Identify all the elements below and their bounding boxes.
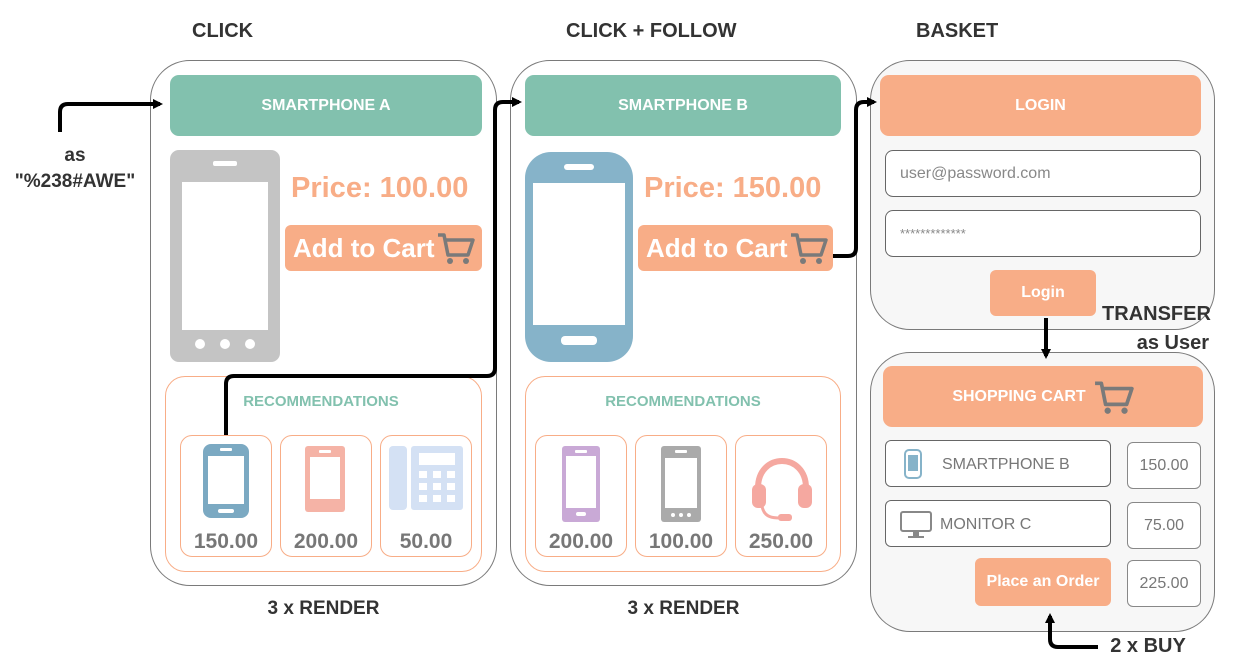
login-title: LOGIN <box>880 75 1201 136</box>
recommendation-card[interactable]: 200.00 <box>280 435 372 557</box>
recommendation-card[interactable]: 250.00 <box>735 435 827 557</box>
desk-phone-icon <box>389 446 463 510</box>
price-b: Price: 150.00 <box>644 172 822 204</box>
shopping-cart-label: SHOPPING CART <box>952 387 1086 405</box>
smartphone-icon <box>170 150 280 362</box>
add-to-cart-button-b[interactable]: Add to Cart <box>638 225 833 271</box>
recommendation-card[interactable]: 50.00 <box>380 435 472 557</box>
smartphone-icon <box>562 446 600 522</box>
transfer-label: TRANSFER as User <box>1096 303 1217 355</box>
cart-item-monitor-c[interactable]: MONITOR C <box>885 500 1111 547</box>
password-field[interactable]: ************* <box>885 210 1201 257</box>
entry-label: as "%238#AWE" <box>0 145 150 193</box>
heading-basket: BASKET <box>916 20 999 42</box>
recommendations-title-a: RECOMMENDATIONS <box>243 393 399 410</box>
transfer-label-line2: as User <box>1136 332 1209 354</box>
add-to-cart-label: Add to Cart <box>293 232 435 263</box>
follow-arrow <box>224 97 522 435</box>
recommendation-price: 200.00 <box>548 530 614 553</box>
price-a: Price: 100.00 <box>291 172 469 204</box>
cart-total: 225.00 <box>1127 560 1201 607</box>
recommendations-title-b: RECOMMENDATIONS <box>605 393 761 410</box>
cart-item-amount: 75.00 <box>1127 502 1201 549</box>
render-label-a: 3 x RENDER <box>267 598 380 619</box>
product-title-a: SMARTPHONE A <box>170 75 482 136</box>
smartphone-icon <box>305 446 345 512</box>
entry-arrow <box>58 99 163 132</box>
recommendation-price: 250.00 <box>748 530 814 553</box>
entry-label-line2: "%238#AWE" <box>14 171 136 192</box>
cart-item-amount: 150.00 <box>1127 442 1201 489</box>
transfer-label-line1: TRANSFER <box>1102 303 1211 325</box>
cart-item-smartphone-b[interactable]: SMARTPHONE B <box>885 440 1111 487</box>
add-to-cart-label: Add to Cart <box>646 232 788 263</box>
recommendation-price: 100.00 <box>648 530 714 553</box>
smartphone-icon <box>525 152 633 362</box>
recommendation-card[interactable]: 200.00 <box>535 435 627 557</box>
heading-click: CLICK <box>192 20 254 42</box>
email-field[interactable]: user@password.com <box>885 150 1201 197</box>
recommendations-box-b <box>525 376 841 572</box>
buy-label: 2 x BUY <box>1110 635 1186 657</box>
cart-item-name: MONITOR C <box>940 516 1032 533</box>
cart-icon <box>437 233 475 264</box>
smartphone-icon <box>661 446 701 522</box>
recommendation-price: 50.00 <box>399 530 453 553</box>
cart-icon <box>1094 380 1134 414</box>
add-to-cart-arrow <box>833 97 877 258</box>
heading-click-follow: CLICK + FOLLOW <box>566 20 737 42</box>
recommendation-card[interactable]: 100.00 <box>635 435 727 557</box>
monitor-icon <box>900 511 932 538</box>
cart-icon <box>790 233 828 264</box>
smartphone-icon <box>203 444 249 518</box>
recommendation-price: 150.00 <box>193 530 259 553</box>
login-button[interactable]: Login <box>990 270 1096 316</box>
shopping-cart-title: SHOPPING CART <box>883 366 1203 427</box>
add-to-cart-button-a[interactable]: Add to Cart <box>285 225 482 271</box>
recommendation-card[interactable]: 150.00 <box>180 435 272 557</box>
headset-icon <box>752 458 812 521</box>
buy-arrow <box>1045 613 1098 649</box>
place-order-button[interactable]: Place an Order <box>975 558 1111 606</box>
recommendation-price: 200.00 <box>293 530 359 553</box>
product-title-b: SMARTPHONE B <box>525 75 841 136</box>
entry-label-line1: as <box>64 145 86 166</box>
smartphone-icon <box>904 449 922 479</box>
render-label-b: 3 x RENDER <box>627 598 740 619</box>
cart-item-name: SMARTPHONE B <box>942 456 1070 473</box>
